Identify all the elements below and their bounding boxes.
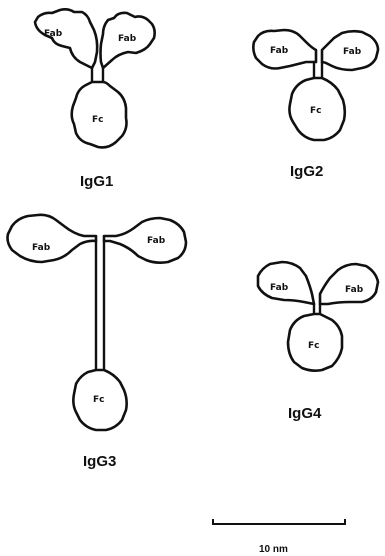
igg1-fab-right bbox=[99, 11, 156, 70]
igg3-fab-left bbox=[6, 213, 98, 264]
igg4-fab-right bbox=[318, 262, 380, 306]
igg3-hinge bbox=[94, 239, 106, 372]
igg2-fab-right-label: Fab bbox=[343, 47, 362, 57]
scale-bar-label: 10 nm bbox=[259, 544, 288, 555]
igg1-name: IgG1 bbox=[80, 173, 113, 190]
igg3-fc bbox=[72, 368, 128, 432]
igg4-fc bbox=[286, 312, 344, 372]
igg4-hinge bbox=[312, 302, 322, 316]
igg4-fab-left-label: Fab bbox=[270, 283, 289, 293]
igg4-name: IgG4 bbox=[288, 405, 322, 422]
igg2-molecule: Fab Fab Fc IgG2 bbox=[252, 28, 380, 180]
igg4-molecule: Fab Fab Fc IgG4 bbox=[256, 260, 380, 422]
igg2-fab-left bbox=[252, 28, 318, 70]
igg3-fab-right bbox=[102, 216, 188, 264]
igg1-fc-label: Fc bbox=[92, 115, 103, 125]
igg3-fab-right-label: Fab bbox=[147, 236, 166, 246]
scale-bar-line bbox=[212, 519, 346, 525]
igg3-fc-label: Fc bbox=[93, 395, 104, 405]
igg1-fc bbox=[70, 80, 128, 149]
igg1-fab-right-label: Fab bbox=[118, 34, 137, 44]
igg1-fab-left-label: Fab bbox=[44, 29, 63, 39]
igg4-fab-left bbox=[256, 260, 316, 306]
igg2-name: IgG2 bbox=[290, 163, 323, 180]
igg1-hinge bbox=[90, 66, 105, 84]
igg3-molecule: Fab Fab Fc IgG3 bbox=[6, 213, 188, 470]
igg2-fc bbox=[288, 76, 347, 142]
igg1-fab-left bbox=[33, 8, 99, 70]
igg4-fc-label: Fc bbox=[308, 341, 319, 351]
igg2-hinge bbox=[312, 60, 324, 80]
igg2-fab-left-label: Fab bbox=[270, 46, 289, 56]
igg4-fab-right-label: Fab bbox=[345, 285, 364, 295]
igg2-fab-right bbox=[320, 29, 380, 72]
igg2-fc-label: Fc bbox=[310, 106, 321, 116]
igg3-fab-left-label: Fab bbox=[32, 243, 51, 253]
igg3-name: IgG3 bbox=[83, 453, 116, 470]
igg1-molecule: Fab Fab Fc IgG1 bbox=[33, 8, 156, 190]
scale-bar: 10 nm bbox=[212, 519, 346, 555]
